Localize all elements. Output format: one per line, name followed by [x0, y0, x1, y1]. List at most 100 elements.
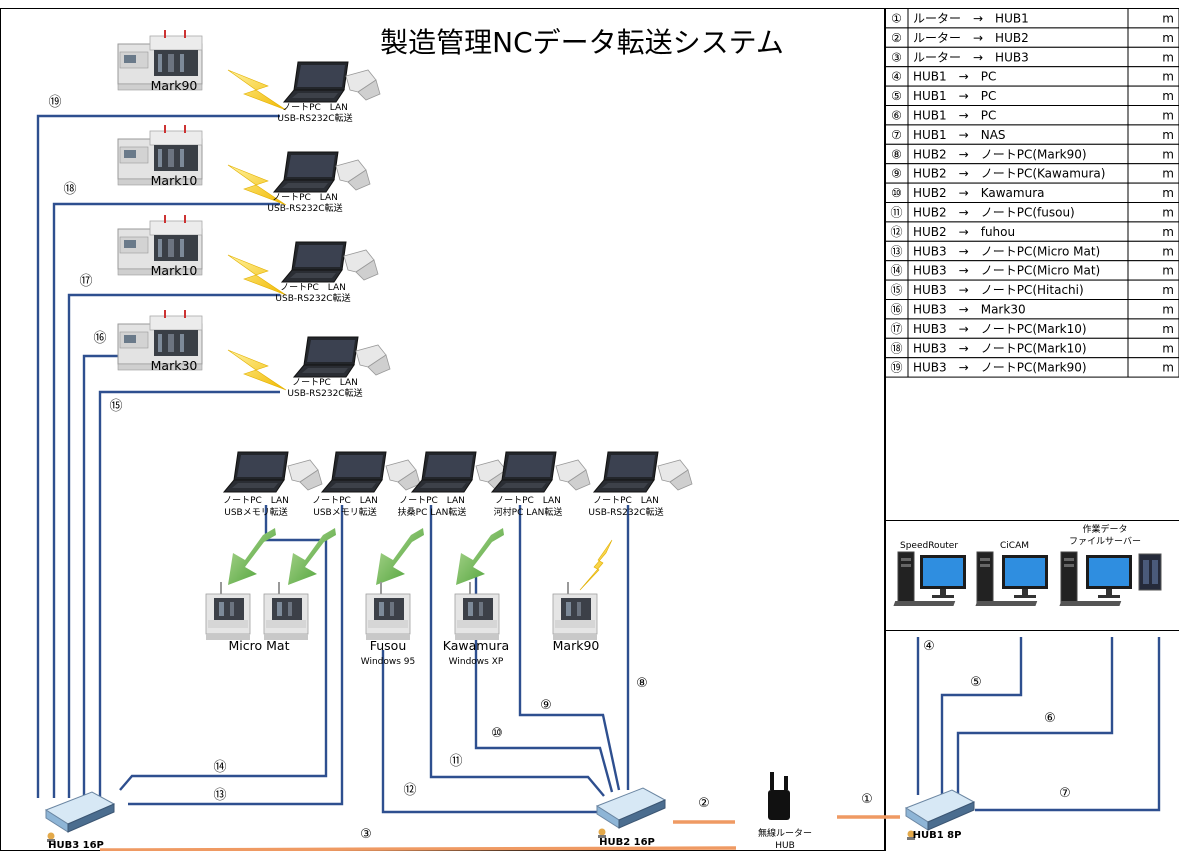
laptop-label-2: 河村PC LAN転送 — [494, 506, 563, 518]
row-unit: m — [1162, 322, 1174, 336]
row-unit: m — [1162, 50, 1174, 64]
scanner-icon — [335, 159, 371, 191]
row-route: HUB3 → ノートPC(Mark10) — [913, 322, 1087, 336]
cable-number: ⑨ — [540, 698, 552, 713]
row-number: ① — [891, 12, 902, 26]
cable-number: ⑤ — [970, 675, 982, 690]
kawamura-label: Kawamura — [443, 638, 509, 653]
row-unit: m — [1162, 303, 1174, 317]
cable-number: ③ — [360, 827, 372, 842]
row-unit: m — [1162, 225, 1174, 239]
scanner-icon — [657, 459, 693, 491]
row-unit: m — [1162, 167, 1174, 181]
scanner-icon — [385, 459, 421, 491]
row-number: ⑬ — [890, 244, 902, 258]
server-fileserver-label-2: ファイルサーバー — [1069, 536, 1141, 547]
cable-number: ④ — [923, 639, 935, 654]
laptop-label-2: USB-RS232C転送 — [275, 292, 350, 304]
laptop-icon — [293, 336, 359, 378]
row-route: ルーター → HUB1 — [913, 12, 1029, 26]
server-cicam: CiCAM — [975, 541, 1048, 606]
cable-number: ② — [698, 796, 710, 811]
laptop-label-1: ノートPC LAN — [399, 496, 465, 506]
row-route: HUB1 → PC — [913, 70, 996, 84]
laptop-label-2: USB-RS232C転送 — [287, 387, 362, 399]
row-route: ルーター → HUB2 — [913, 31, 1029, 45]
laptop-icon — [593, 451, 659, 493]
row-unit: m — [1162, 31, 1174, 45]
row-number: ② — [891, 31, 902, 45]
page-title: 製造管理NCデータ転送システム — [380, 26, 784, 59]
row-route: HUB1 → PC — [913, 109, 996, 123]
row-number: ⑮ — [890, 283, 902, 297]
table-row: ④ HUB1 → PC m — [885, 66, 1179, 87]
server-fileserver: 作業データ ファイルサーバー — [1059, 523, 1162, 606]
hub2: HUB2 16P — [596, 787, 666, 848]
row-route: HUB3 → ノートPC(Hitachi) — [913, 283, 1084, 297]
transfer-arrows — [228, 528, 613, 591]
row-unit: m — [1162, 128, 1174, 142]
lightning-icon — [227, 254, 287, 296]
row-number: ⑩ — [891, 186, 902, 200]
row-number: ⑤ — [891, 89, 902, 103]
scanner-icon — [355, 344, 391, 376]
machine-label: Mark10 — [151, 263, 198, 278]
row-route: HUB3 → Mark30 — [913, 303, 1026, 317]
router-label-2: HUB — [775, 841, 795, 851]
laptop-label-1: ノートPC LAN — [292, 378, 358, 388]
row-unit: m — [1162, 264, 1174, 278]
hub3: HUB3 16P — [45, 791, 115, 851]
cable-number: ⑫ — [403, 783, 416, 798]
row-number: ⑧ — [891, 147, 902, 161]
row-route: HUB2 → Kawamura — [913, 186, 1045, 200]
laptop-icon — [223, 451, 289, 493]
fusou-os-label: Windows 95 — [361, 657, 416, 667]
row-unit: m — [1162, 109, 1174, 123]
laptop-label-1: ノートPC LAN — [282, 103, 348, 113]
cable-number: ① — [861, 792, 873, 807]
arrow-icon — [288, 528, 336, 585]
router-label-1: 無線ルーター — [758, 827, 812, 839]
hub1: HUB1 8P — [905, 789, 975, 841]
server-cicam-label: CiCAM — [1000, 541, 1029, 551]
row-unit: m — [1162, 70, 1174, 84]
row-number: ⑦ — [891, 128, 902, 142]
cable-number: ⑱ — [63, 182, 76, 197]
table-row: ⑯ HUB3 → Mark30 m — [885, 299, 1179, 320]
laptop-label-1: ノートPC LAN — [280, 283, 346, 293]
row-number: ⑯ — [890, 303, 902, 317]
cable-number: ⑯ — [93, 331, 106, 346]
row-unit: m — [1162, 186, 1174, 200]
row-route: HUB3 → ノートPC(Mark10) — [913, 341, 1087, 355]
cable-number: ⑥ — [1044, 711, 1056, 726]
machine-label: Mark90 — [151, 78, 198, 93]
row-route: HUB2 → fuhou — [913, 225, 1015, 239]
row-unit: m — [1162, 206, 1174, 220]
row-number: ④ — [891, 70, 902, 84]
lightning-icon — [227, 164, 287, 206]
server-speedrouter-label: SpeedRouter — [900, 541, 958, 551]
laptop-icon — [321, 451, 387, 493]
router-icon — [768, 790, 790, 820]
table-row: ② ルーター → HUB2 m — [885, 27, 1179, 48]
laptop-label-1: ノートPC LAN — [312, 496, 378, 506]
row-route: HUB3 → ノートPC(Micro Mat) — [913, 244, 1100, 258]
row-number: ⑨ — [891, 167, 902, 181]
arrow-icon — [228, 528, 276, 585]
kawamura-os-label: Windows XP — [449, 657, 504, 667]
